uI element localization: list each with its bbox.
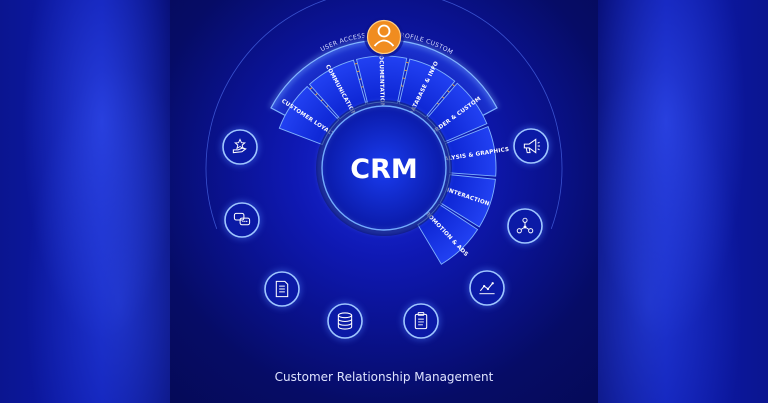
center-glow xyxy=(318,102,450,234)
database-icon[interactable] xyxy=(325,301,365,341)
blurred-side-left xyxy=(0,0,170,403)
megaphone-icon[interactable] xyxy=(511,126,551,166)
center-circle xyxy=(321,105,447,231)
chat-icon[interactable] xyxy=(222,200,262,240)
segment-label: DOCUMENTATION xyxy=(377,50,384,108)
document-icon[interactable] xyxy=(262,269,302,309)
caption: Customer Relationship Management xyxy=(274,370,494,384)
line-chart-icon[interactable] xyxy=(467,268,507,308)
blurred-side-right xyxy=(598,0,768,403)
network-icon[interactable] xyxy=(505,206,545,246)
clipboard-icon[interactable] xyxy=(401,301,441,341)
user-icon[interactable] xyxy=(364,17,404,57)
hand-star-icon[interactable] xyxy=(220,127,260,167)
outer-ring xyxy=(205,0,563,230)
center-label: CRM xyxy=(350,154,417,185)
